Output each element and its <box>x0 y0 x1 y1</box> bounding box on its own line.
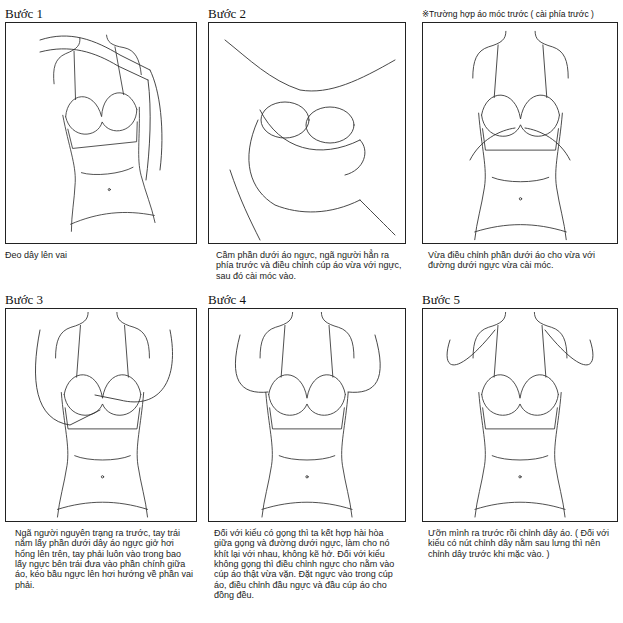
arm-line <box>95 330 173 402</box>
torso-line <box>249 120 360 212</box>
figure-step5 <box>447 312 593 517</box>
step-heading: Bước 5 <box>422 292 618 308</box>
figure-step3 <box>35 312 172 517</box>
figure-step4 <box>235 312 380 517</box>
arm-line <box>40 49 148 80</box>
arm-line <box>447 330 495 365</box>
leg-line <box>230 170 260 240</box>
arm-line <box>235 335 268 392</box>
step-caption: Đối với kiểu có gọng thì ta kết hợp hài … <box>208 528 406 600</box>
figure-step1 <box>40 32 162 232</box>
arm-line <box>40 36 150 70</box>
arm-line <box>35 330 100 425</box>
step-caption: Đeo dây lên vai <box>5 250 197 260</box>
hand-line <box>345 140 365 175</box>
back-line <box>225 40 395 91</box>
step-panel: Bước 5 Ưỡn mình ra trước rồi chỉnh dây áo… <box>422 292 618 559</box>
panel-frame <box>422 22 618 244</box>
step-caption: Cầm phần dưới áo ngực, ngã người hẳn ra … <box>208 250 406 281</box>
arm-line <box>146 80 150 180</box>
step-panel: Bước 1 Đeo dây lên vai <box>5 6 197 260</box>
bra-cup <box>261 102 309 138</box>
figure-front-hook <box>470 31 570 239</box>
step-caption: Ngã người nguyên trạng ra trước, tay trá… <box>5 528 197 590</box>
step-panel: Bước 4 Đối với kiểu có gọng thì ta kết hợ… <box>208 292 406 600</box>
step-heading: Bước 4 <box>208 292 406 308</box>
arm-line <box>525 128 570 160</box>
arm-line <box>470 128 515 160</box>
panel-frame <box>208 308 406 522</box>
figure-step2 <box>225 40 395 240</box>
step-panel: Bước 3 Ngã người nguyên trạng ra trước, t… <box>5 292 197 590</box>
arm-line <box>348 335 380 392</box>
strap-line <box>150 70 162 170</box>
step-heading: ※Trường hợp áo móc trước ( cài phía trướ… <box>422 6 618 22</box>
leg-line <box>360 200 395 235</box>
panel-frame <box>5 308 197 522</box>
arm-line <box>545 330 593 365</box>
step-heading: Bước 3 <box>5 292 197 308</box>
bra-cup <box>306 107 354 143</box>
panel-frame <box>5 22 197 244</box>
step-panel: ※Trường hợp áo móc trước ( cài phía trướ… <box>422 6 618 271</box>
panel-frame <box>208 22 406 244</box>
step-caption: Vừa điều chỉnh phần dưới áo cho vừa với … <box>422 250 618 271</box>
step-caption: Ưỡn mình ra trước rồi chỉnh dây áo. ( Đố… <box>422 528 618 559</box>
step-heading: Bước 1 <box>5 6 197 22</box>
bra-band <box>260 110 360 150</box>
panel-frame <box>422 308 618 522</box>
step-panel: Bước 2 Cầm phần dưới áo ngực, ngã người h… <box>208 6 406 281</box>
step-heading: Bước 2 <box>208 6 406 22</box>
